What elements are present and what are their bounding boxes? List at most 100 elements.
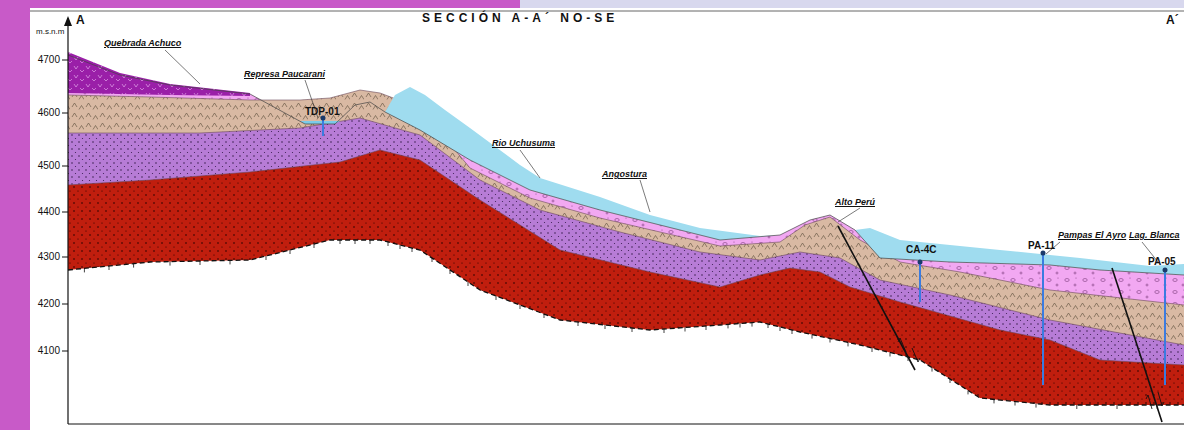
axis-unit: m.s.n.m (36, 28, 64, 37)
base-tick (355, 240, 356, 244)
tuff-layer (68, 118, 1184, 430)
base-tick (109, 266, 110, 270)
axis-arrow (64, 16, 72, 26)
leader-line (165, 50, 200, 84)
axis-tick (62, 60, 68, 61)
borehole-collar (1041, 251, 1046, 256)
base-blank (68, 240, 1184, 430)
borehole-collar (1163, 268, 1168, 273)
base-tick (496, 296, 497, 300)
map-strip (0, 0, 1184, 8)
deposit-layer-texture (68, 55, 1184, 430)
ignimbrite-layer (68, 150, 1184, 430)
axis-value: 4300 (26, 251, 60, 262)
base-tick (450, 270, 451, 274)
leader-line (520, 150, 540, 178)
base-tick (520, 305, 521, 309)
section-ground (30, 8, 1184, 430)
reservoir (300, 121, 340, 124)
section-end: A (76, 14, 85, 27)
map-strip (0, 0, 30, 430)
base-tick (1117, 405, 1118, 409)
base-tick (314, 244, 315, 248)
leader-line (838, 208, 860, 222)
elevation-axis (67, 18, 68, 424)
borehole (919, 262, 921, 302)
place-name: Pampas El Ayro (1058, 231, 1126, 241)
section-frame (68, 424, 1184, 425)
base-tick (290, 250, 291, 254)
base-tick (1015, 402, 1016, 406)
base-tick (388, 242, 389, 246)
volcanic-cap-texture (68, 52, 250, 96)
section-title: SECCIÓN A-A´ NO-SE (422, 12, 618, 25)
axis-tick (62, 257, 68, 258)
base-tick (830, 339, 831, 343)
leader-line (640, 180, 650, 212)
deposit-layer (68, 55, 1184, 430)
base-tick (685, 328, 686, 332)
base-tick (890, 353, 891, 357)
fault (838, 226, 915, 370)
place-name: Angostura (602, 170, 647, 180)
base-tick (432, 258, 433, 262)
base-tick (400, 245, 401, 249)
base-tick (768, 324, 769, 328)
borehole (322, 118, 324, 136)
base-tick (792, 330, 793, 334)
base-tick (740, 324, 741, 328)
contact-line (68, 90, 1184, 305)
place-name: Lag. Blanca (1129, 231, 1180, 241)
section-end: A´ (1166, 14, 1179, 27)
borehole-collar (918, 260, 923, 265)
ground-surface (68, 55, 1184, 275)
base-tick (994, 399, 995, 403)
fault (1112, 268, 1162, 422)
contact-line (68, 118, 1184, 345)
andesite-layer (68, 90, 1184, 430)
base-tick (932, 368, 933, 372)
place-name: Represa Paucarani (244, 70, 325, 80)
base-tick (200, 261, 201, 265)
axis-value: 4600 (26, 107, 60, 118)
axis-tick (62, 304, 68, 305)
base-tick (605, 325, 606, 329)
base-tick (468, 282, 469, 286)
axis-value: 4200 (26, 298, 60, 309)
inferred-base (68, 240, 1184, 405)
borehole-id: CA-4C (906, 244, 937, 255)
base-tick (1076, 405, 1077, 409)
place-name: Alto Perú (835, 198, 875, 208)
base-tick (752, 323, 753, 327)
alluvium (385, 87, 780, 240)
base-tick (230, 260, 231, 264)
base-tick (412, 248, 413, 252)
base-tick (370, 240, 371, 244)
base-tick (664, 329, 665, 333)
axis-tick (62, 351, 68, 352)
base-tick (84, 268, 85, 272)
axis-value: 4400 (26, 206, 60, 217)
borehole-id: TDP-01 (305, 106, 339, 117)
axis-value: 4700 (26, 54, 60, 65)
base-tick (266, 256, 267, 260)
base-tick (133, 264, 134, 268)
axis-value: 4100 (26, 345, 60, 356)
place-name: Quebrada Achuco (104, 39, 181, 49)
base-tick (872, 348, 873, 352)
base-tick (170, 262, 171, 266)
base-tick (780, 327, 781, 331)
axis-tick (62, 212, 68, 213)
base-tick (706, 326, 707, 330)
base-tick (728, 324, 729, 328)
base-tick (950, 379, 951, 383)
ignimbrite-layer-texture (68, 150, 1184, 430)
borehole-id: PA-11 (1028, 240, 1055, 251)
alluvium (855, 228, 1184, 275)
axis-value: 4500 (26, 160, 60, 171)
andesite-layer-texture (68, 90, 1184, 430)
contact-line (68, 150, 1184, 365)
tuff-layer-texture (68, 118, 1184, 430)
axis-tick (62, 166, 68, 167)
base-tick (968, 390, 969, 394)
